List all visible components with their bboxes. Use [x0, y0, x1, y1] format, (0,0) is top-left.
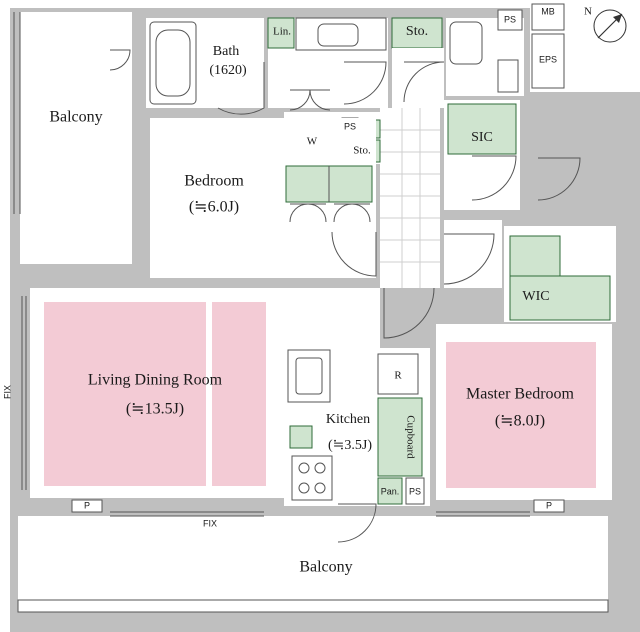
p-left-label: P — [84, 500, 90, 510]
pantry — [377, 477, 403, 505]
mb-label: MB — [541, 6, 555, 16]
master-label: Master Bedroom — [466, 386, 575, 403]
balcony-lower-label: Balcony — [299, 559, 352, 576]
bedroom-size-label: (≒6.0J) — [189, 199, 239, 216]
bedroom-label: Bedroom — [184, 173, 244, 190]
bath-label: Bath — [213, 44, 239, 59]
cupboard-label: Cupboard — [404, 415, 416, 459]
storage-top-label: Sto. — [406, 24, 428, 39]
fix-left-label: FIX — [2, 385, 12, 399]
p-right-label: P — [546, 500, 552, 510]
ps-top-label: PS — [504, 14, 516, 24]
eps-label: EPS — [539, 54, 557, 64]
hall-tiles — [380, 108, 440, 288]
master-rug — [446, 342, 596, 488]
mb-shaft — [531, 3, 565, 31]
living-rug-main — [44, 302, 206, 486]
ps-kitchen-shaft — [405, 477, 425, 505]
pantry-label: Pan. — [381, 486, 400, 496]
balcony-lower-area — [18, 516, 608, 612]
p-left-box — [71, 499, 103, 513]
north-label: N — [584, 6, 592, 18]
hallway — [380, 108, 440, 288]
entrance — [444, 220, 502, 288]
ps-top-shaft — [497, 9, 523, 31]
bath-size-label: (1620) — [209, 63, 247, 78]
wic-closet — [509, 275, 611, 321]
eps-shaft — [531, 33, 565, 89]
north-compass — [593, 9, 627, 43]
sic-label: SIC — [471, 130, 493, 145]
p-right-box — [533, 499, 565, 513]
storage-mid-label: Sto. — [353, 145, 371, 157]
balcony-upper-area — [20, 12, 132, 264]
ps-mid-label: PS — [344, 121, 356, 131]
washer-label: W — [307, 136, 318, 148]
wic-label: WIC — [522, 289, 549, 304]
living-size-label: (≒13.5J) — [126, 401, 184, 418]
balcony-upper-label: Balcony — [49, 109, 102, 126]
cupboard — [377, 397, 423, 477]
ps-kitchen-label: PS — [409, 486, 421, 496]
living-label: Living Dining Room — [88, 372, 223, 389]
linen-label: Lin. — [273, 26, 291, 38]
wic-upper — [509, 235, 561, 277]
sink — [295, 357, 323, 395]
toilet — [449, 21, 483, 65]
master-size-label: (≒8.0J) — [495, 413, 545, 430]
kitchen-label: Kitchen — [326, 412, 370, 427]
kitchen-size-label: (≒3.5J) — [328, 438, 372, 453]
fix-bottom-label: FIX — [203, 518, 217, 528]
fridge-label: R — [394, 370, 402, 382]
fridge-space — [377, 353, 419, 395]
living-rug-side — [212, 302, 266, 486]
linen-closet — [267, 17, 295, 49]
storage-top — [391, 17, 443, 49]
door-swings — [109, 49, 581, 543]
balcony-lower-rail — [17, 599, 609, 613]
sic-closet — [447, 103, 517, 155]
cooktop — [291, 455, 333, 501]
